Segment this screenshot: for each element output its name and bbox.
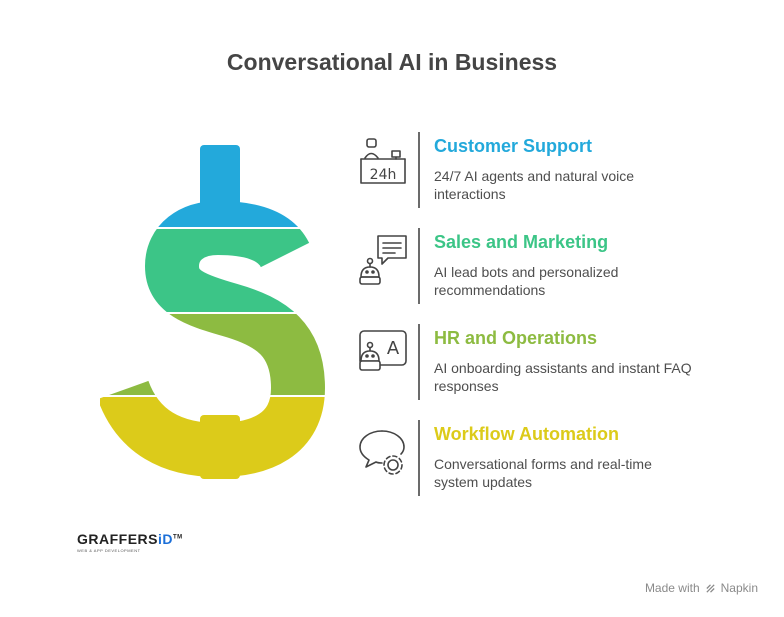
divider [418, 132, 420, 208]
svg-text:24h: 24h [370, 167, 397, 183]
logo-wordmark: GRAFFERSiDTM [77, 531, 183, 547]
made-with-label: Made with [644, 581, 700, 595]
item-description: Conversational forms and real-time syste… [434, 456, 652, 490]
item-description: AI onboarding assistants and instant FAQ… [434, 360, 692, 394]
bot-board-icon: A [359, 330, 407, 371]
hr-operations-item: A HR and Operations AI onboarding assist… [356, 324, 692, 406]
logo-tagline: WEB & APP DEVELOPMENT [77, 548, 141, 553]
item-description: 24/7 AI agents and natural voice interac… [434, 168, 635, 202]
logo-highlight: iD [158, 531, 173, 547]
item-heading: Workflow Automation [434, 424, 619, 444]
support-agent-24h-icon: 24h [360, 138, 406, 184]
chatbot-message-icon [359, 235, 407, 285]
napkin-logo-icon [706, 583, 715, 593]
item-heading: Customer Support [434, 136, 593, 156]
item-heading: HR and Operations [434, 328, 598, 348]
page-title: Conversational AI in Business [226, 49, 558, 75]
logo-prefix: GRAFFERS [77, 531, 158, 547]
customer-support-item: 24h Customer Support 24/7 AI agents and … [356, 132, 686, 214]
napkin-brand: Napkin [720, 581, 758, 595]
sales-marketing-item: Sales and Marketing AI lead bots and per… [356, 228, 686, 310]
divider [418, 228, 420, 304]
svg-text:A: A [387, 338, 400, 359]
workflow-automation-item: Workflow Automation Conversational forms… [356, 420, 686, 502]
divider [418, 420, 420, 496]
dollar-sign-graphic [100, 140, 330, 485]
divider [418, 324, 420, 400]
item-description: AI lead bots and personalized recommenda… [434, 264, 619, 298]
made-with-napkin[interactable]: Made with Napkin [645, 581, 758, 595]
item-heading: Sales and Marketing [434, 232, 609, 252]
graffersid-logo: GRAFFERSiDTM WEB & APP DEVELOPMENT [77, 531, 183, 553]
chat-gear-icon [359, 430, 405, 475]
logo-trademark: TM [173, 534, 183, 541]
